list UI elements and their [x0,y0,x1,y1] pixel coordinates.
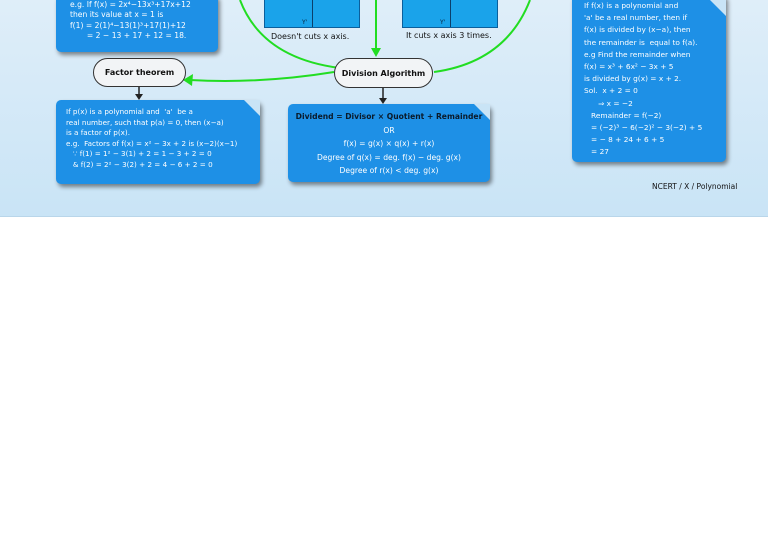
remainder-card-line: ⇒ x = −2 [584,98,633,108]
division-algorithm-node: Division Algorithm [334,58,433,88]
connector-top-left [239,0,341,69]
factor-card-line: is a factor of p(x). [66,128,130,138]
value-card-line: e.g. If f(x) = 2x⁴−13x³+17x+12 [70,0,191,9]
y-axis-label: Y' [440,19,446,26]
remainder-card-line: Sol. x + 2 = 0 [584,86,638,96]
arrow-to-factor [183,74,193,86]
remainder-card-line: f(x) = x³ + 6x² − 3x + 5 [584,62,674,72]
division-card-line: OR [383,125,395,135]
factor-card-line: real number, such that p(a) = 0, then (x… [66,117,224,127]
factor-card-line: ∵ f(1) = 1² − 3(1) + 2 = 1 − 3 + 2 = 0 [66,149,212,159]
value-card-line: = 2 − 13 + 17 + 12 = 18. [70,31,187,41]
remainder-card-line: = (−2)³ − 6(−2)² − 3(−2) + 5 [584,123,703,133]
connector-top-right [433,0,531,73]
factor-theorem-card: If p(x) is a polynomial and 'a' be a rea… [56,100,260,184]
graph-caption-right: It cuts x axis 3 times. [406,31,492,40]
arrow-factor-card [135,94,143,100]
division-card-line: Degree of r(x) < deg. g(x) [339,166,439,176]
graph-three-roots: Y' [402,0,498,28]
remainder-card-line: the remainder is equal to f(a). [584,37,698,47]
source-label: NCERT / X / Polynomial [652,182,738,191]
factor-card-line: & f(2) = 2² − 3(2) + 2 = 4 − 6 + 2 = 0 [66,159,213,169]
value-card-line: then its value at x = 1 is [70,10,164,20]
connector-to-factor [189,71,335,82]
remainder-card-line: e.g Find the remainder when [584,49,691,59]
graph-no-roots: Y' [264,0,360,28]
mind-map-panel: e.g. If f(x) = 2x⁴−13x³+17x+12 then its … [0,0,768,217]
value-of-polynomial-card: e.g. If f(x) = 2x⁴−13x³+17x+12 then its … [56,0,218,52]
card-fold-corner [474,104,490,120]
remainder-card-line: f(x) is divided by (x−a), then [584,25,691,35]
arrow-to-division [371,48,381,57]
remainder-card-line: 'a' be a real number, then if [584,13,688,23]
division-algorithm-card: Dividend = Divisor × Quotient + Remainde… [288,104,490,182]
connector-lines [135,0,531,104]
remainder-card-line: Remainder = f(−2) [584,110,662,120]
graph-caption-left: Doesn't cuts x axis. [271,32,350,41]
division-card-line: Degree of q(x) = deg. f(x) − deg. g(x) [316,152,462,162]
arrow-division-card [379,98,387,104]
remainder-card-line: is divided by g(x) = x + 2. [584,74,682,84]
factor-theorem-title: Factor theorem [104,68,175,77]
remainder-card-line: If f(x) is a polynomial and [584,1,679,10]
remainder-card-line: = − 8 + 24 + 6 + 5 [584,135,665,145]
division-algorithm-title: Division Algorithm [341,68,426,78]
y-axis-label: Y' [302,19,308,26]
card-fold-corner [244,100,260,116]
factor-card-line: e.g. Factors of f(x) = x² − 3x + 2 is (x… [66,138,238,148]
y-axis [312,0,313,27]
factor-card-line: If p(x) is a polynomial and 'a' be a [66,107,193,116]
y-axis [450,0,451,27]
value-card-line: f(1) = 2(1)⁴−13(1)³+17(1)+12 [70,20,186,30]
division-card-line: f(x) = g(x) × q(x) + r(x) [343,139,435,149]
division-card-line: Dividend = Divisor × Quotient + Remainde… [295,112,483,121]
remainder-card-line: = 27 [584,147,609,157]
remainder-theorem-card: If f(x) is a polynomial and 'a' be a rea… [572,0,726,162]
factor-theorem-node: Factor theorem [93,58,186,87]
card-fold-corner [710,0,726,16]
